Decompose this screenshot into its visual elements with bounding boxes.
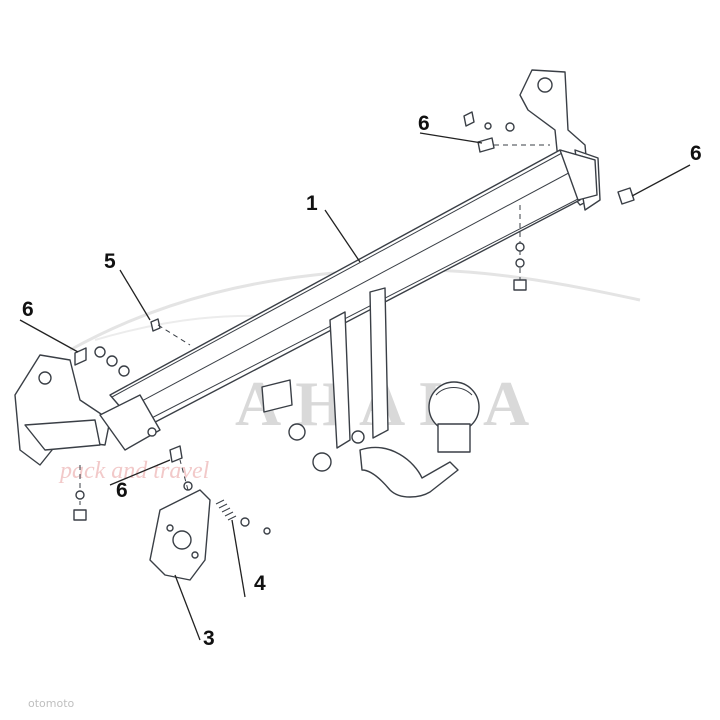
washer-right-lower-2 (515, 258, 525, 268)
leader-5 (119, 269, 151, 321)
bolt-part-5 (150, 318, 161, 332)
callout-6-left: 6 (22, 298, 34, 321)
fasteners (73, 111, 635, 521)
central-mounting (261, 287, 480, 498)
crossbar-edge-top (111, 152, 563, 398)
bolt-part-5-guide (157, 324, 191, 346)
leader-6b (109, 459, 171, 486)
crossbar-edge-mid (124, 167, 579, 411)
leader-4 (231, 519, 246, 598)
callout-6-top-right: 6 (418, 112, 430, 135)
right-bracket-hole (537, 77, 553, 93)
bolt-right-top (477, 137, 495, 153)
watermark-tagline: pack and travel (58, 458, 210, 484)
spring-nut (263, 527, 271, 535)
drop-plate-right (369, 287, 389, 439)
drop-plate-left (329, 311, 351, 449)
tow-ball-highlight (435, 387, 473, 396)
washer-right-top-2 (505, 122, 515, 132)
left-end-bolt-hole (147, 427, 157, 437)
callout-5: 5 (104, 250, 116, 273)
mount-bushing-right (312, 452, 332, 472)
leader-1 (324, 209, 361, 263)
callout-1: 1 (306, 192, 318, 215)
callouts: 1 3 4 5 6 6 6 6 (22, 112, 702, 650)
callout-3: 3 (203, 627, 215, 650)
socket-plate-hole (172, 530, 192, 550)
washer-right-lower-1 (515, 242, 525, 252)
callout-6-right: 6 (690, 142, 702, 165)
left-crossbar-end-plate (99, 394, 161, 451)
spring-washer (240, 517, 250, 527)
leader-6d (631, 164, 691, 197)
crossbar-edge-bottom (137, 197, 581, 426)
washer-left-3 (118, 365, 130, 377)
tow-neck (359, 446, 459, 498)
left-bracket-base (24, 419, 101, 451)
tow-ball-collar (437, 423, 471, 453)
nut-left-lower (73, 509, 87, 521)
leader-6c (419, 132, 483, 144)
nut-right-top (463, 111, 475, 127)
socket-plate-screw-b (191, 551, 199, 559)
crossbar-end-cap-right (559, 149, 598, 201)
small-mount-plate (261, 379, 293, 413)
mount-bushing-left (288, 423, 306, 441)
washer-left-lower (75, 490, 85, 500)
callout-6-lower-left: 6 (116, 479, 128, 502)
leader-6a (19, 319, 79, 353)
socket-plate (149, 459, 211, 581)
left-mounting-bracket (14, 354, 161, 466)
left-bracket-hole (38, 371, 52, 385)
spring-assembly (215, 499, 271, 535)
washer-right-top-1 (484, 122, 492, 130)
socket-bolt (351, 430, 365, 444)
bolt-left-under (169, 445, 183, 463)
bolt-right-side (617, 187, 635, 205)
main-crossbar (109, 149, 598, 431)
leader-lines (19, 132, 691, 641)
socket-plate-screw-a (166, 524, 174, 532)
callout-4: 4 (254, 572, 266, 595)
corner-watermark: otomoto (28, 697, 75, 710)
washer-left-1 (94, 346, 106, 358)
nut-right-lower (513, 279, 527, 291)
washer-left-2 (106, 355, 118, 367)
spring-coils (215, 499, 237, 521)
leader-3 (174, 574, 201, 641)
